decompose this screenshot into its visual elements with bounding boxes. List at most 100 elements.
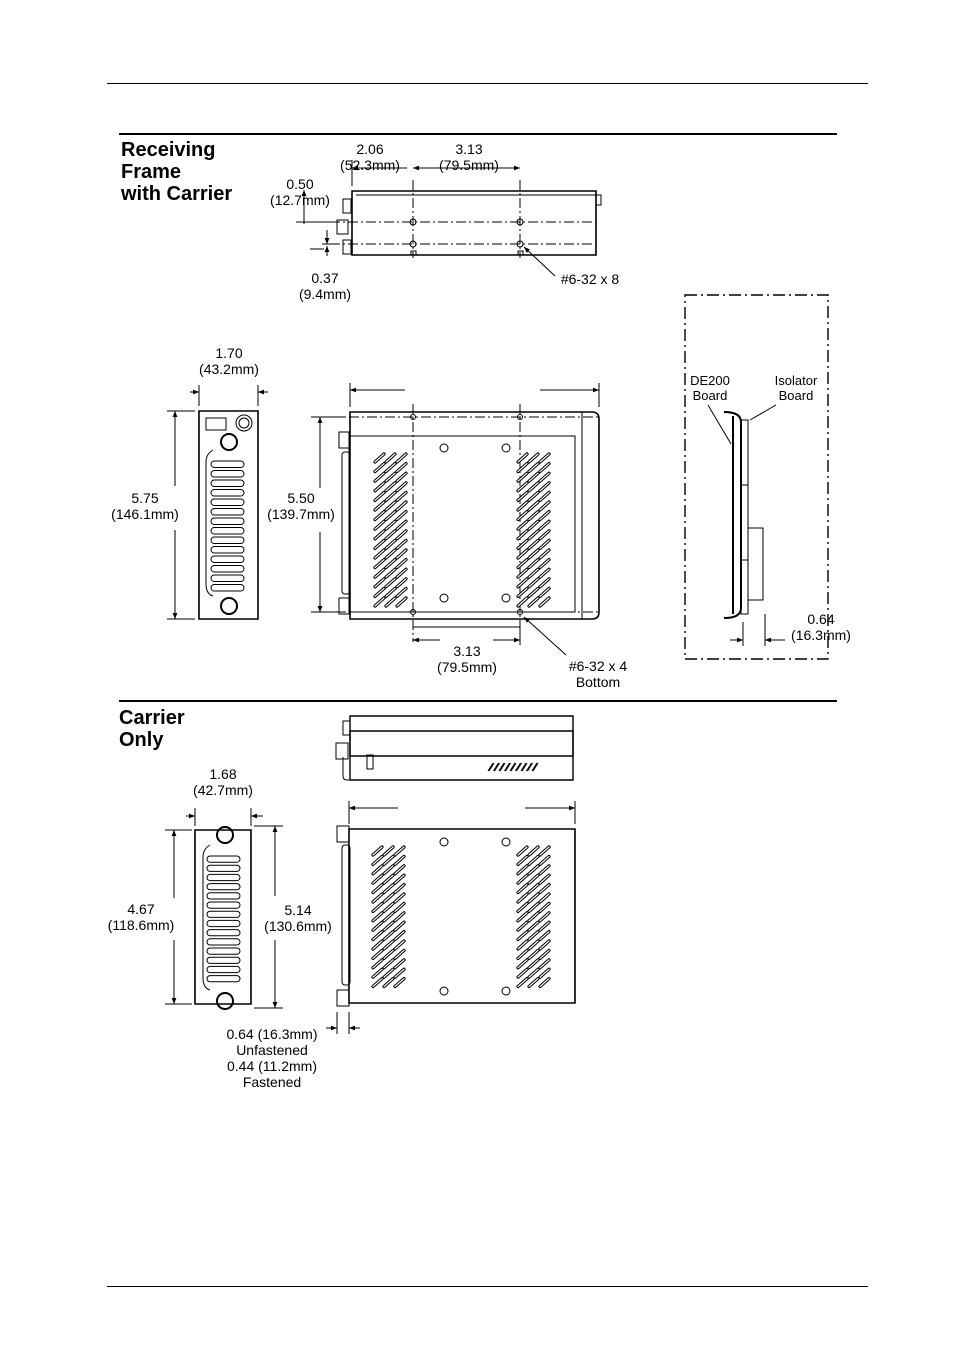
vent-hole-inner bbox=[518, 598, 527, 606]
vent-hole bbox=[494, 763, 499, 771]
side-view-frame bbox=[311, 383, 599, 655]
section-title-receiving: Receiving Frame with Carrier bbox=[121, 139, 233, 205]
screw-label-bottom: #6-32 x 4 Bottom bbox=[568, 658, 628, 690]
connector-slot bbox=[211, 480, 244, 487]
vent-hole-inner bbox=[375, 531, 384, 539]
vent-hole-inner bbox=[540, 531, 549, 539]
vent-hole-inner bbox=[518, 579, 527, 587]
vent-hole-inner bbox=[529, 531, 538, 539]
top-view-frame bbox=[296, 160, 601, 276]
vent-hole-inner bbox=[395, 913, 404, 921]
vent-hole bbox=[500, 763, 505, 771]
vent-hole-inner bbox=[518, 588, 527, 596]
vent-hole-inner bbox=[397, 531, 406, 539]
vent-hole-inner bbox=[529, 521, 538, 529]
connector-slot bbox=[207, 874, 240, 880]
vent-hole-inner bbox=[386, 569, 395, 577]
connector-slot bbox=[211, 499, 244, 506]
vent-hole-inner bbox=[518, 560, 527, 568]
vent-hole-inner bbox=[375, 588, 384, 596]
vent-hole-inner bbox=[540, 950, 549, 958]
connector-slot bbox=[207, 856, 240, 862]
vent-hole-inner bbox=[518, 866, 527, 874]
vent-hole-inner bbox=[518, 885, 527, 893]
vent-hole-inner bbox=[373, 979, 382, 987]
section-title-carrier: Carrier Only bbox=[119, 707, 185, 751]
vent-hole-inner bbox=[373, 932, 382, 940]
vent-hole-inner bbox=[529, 540, 538, 548]
connector-slot bbox=[207, 966, 240, 972]
vent-hole-inner bbox=[529, 903, 538, 911]
vent-hole-inner bbox=[529, 856, 538, 864]
vent-hole-inner bbox=[397, 502, 406, 510]
vent-hole-inner bbox=[540, 598, 549, 606]
dim-0-37: 0.37 (9.4mm) bbox=[298, 270, 352, 302]
vent-hole-inner bbox=[518, 492, 527, 500]
dim-0-64-detail: 0.64 (16.3mm) bbox=[791, 611, 851, 643]
carrier-side-view bbox=[326, 801, 575, 1034]
vent-hole-inner bbox=[529, 560, 538, 568]
vent-hole-inner bbox=[529, 979, 538, 987]
carrier-front-view bbox=[165, 808, 283, 1009]
vent-hole-inner bbox=[397, 512, 406, 520]
vent-hole-inner bbox=[384, 969, 393, 977]
vent-hole-inner bbox=[540, 502, 549, 510]
connector-slot bbox=[211, 556, 244, 563]
vent-hole-inner bbox=[529, 950, 538, 958]
vent-hole-inner bbox=[395, 866, 404, 874]
vent-hole-inner bbox=[397, 598, 406, 606]
vent-hole-inner bbox=[540, 866, 549, 874]
connector-slot bbox=[211, 528, 244, 535]
vent-hole-inner bbox=[518, 502, 527, 510]
dim-1-70: 1.70 (43.2mm) bbox=[199, 345, 259, 377]
vent-hole-inner bbox=[386, 464, 395, 472]
vent-hole-inner bbox=[397, 550, 406, 558]
vent-hole-inner bbox=[529, 960, 538, 968]
vent-hole-inner bbox=[540, 569, 549, 577]
dim-4-67: 4.67 (118.6mm) bbox=[107, 901, 175, 933]
connector-slot bbox=[211, 509, 244, 516]
vent-hole-inner bbox=[395, 847, 404, 855]
vent-hole-inner bbox=[540, 579, 549, 587]
vent-hole-inner bbox=[373, 950, 382, 958]
vent-hole-inner bbox=[397, 521, 406, 529]
vent-hole-inner bbox=[518, 454, 527, 462]
vent-hole-inner bbox=[386, 588, 395, 596]
vent-hole-inner bbox=[395, 903, 404, 911]
vent-hole-inner bbox=[529, 579, 538, 587]
vent-hole-inner bbox=[518, 473, 527, 481]
vent-hole-inner bbox=[386, 473, 395, 481]
vent-hole-inner bbox=[540, 979, 549, 987]
vent-hole bbox=[510, 763, 515, 771]
vent-hole-inner bbox=[384, 856, 393, 864]
connector-slot bbox=[211, 575, 244, 582]
vent-hole-inner bbox=[386, 579, 395, 587]
dim-3-13-bottom: 3.13 (79.5mm) bbox=[437, 643, 497, 675]
vent-hole-inner bbox=[375, 521, 384, 529]
dim-5-50: 5.50 (139.7mm) bbox=[267, 490, 335, 522]
vent-hole-inner bbox=[397, 483, 406, 491]
vent-hole bbox=[506, 763, 511, 771]
vent-hole-inner bbox=[518, 932, 527, 940]
vent-hole-inner bbox=[518, 875, 527, 883]
vent-hole-inner bbox=[518, 550, 527, 558]
vent-hole-inner bbox=[375, 502, 384, 510]
vent-hole-inner bbox=[373, 969, 382, 977]
de200-board-label: DE200 Board bbox=[690, 373, 730, 403]
vent-hole-inner bbox=[384, 941, 393, 949]
vent-hole-inner bbox=[397, 492, 406, 500]
vent-hole-inner bbox=[529, 588, 538, 596]
vent-hole-inner bbox=[518, 531, 527, 539]
vent-hole-inner bbox=[529, 932, 538, 940]
vent-hole-inner bbox=[540, 473, 549, 481]
vent-hole-inner bbox=[540, 856, 549, 864]
connector-slot bbox=[207, 920, 240, 926]
dim-1-68: 1.68 (42.7mm) bbox=[193, 766, 253, 798]
vent-hole-inner bbox=[518, 483, 527, 491]
vent-hole-inner bbox=[384, 875, 393, 883]
vent-hole-inner bbox=[397, 464, 406, 472]
connector-slot bbox=[211, 518, 244, 525]
vent-hole-inner bbox=[384, 885, 393, 893]
vent-hole bbox=[516, 763, 521, 771]
